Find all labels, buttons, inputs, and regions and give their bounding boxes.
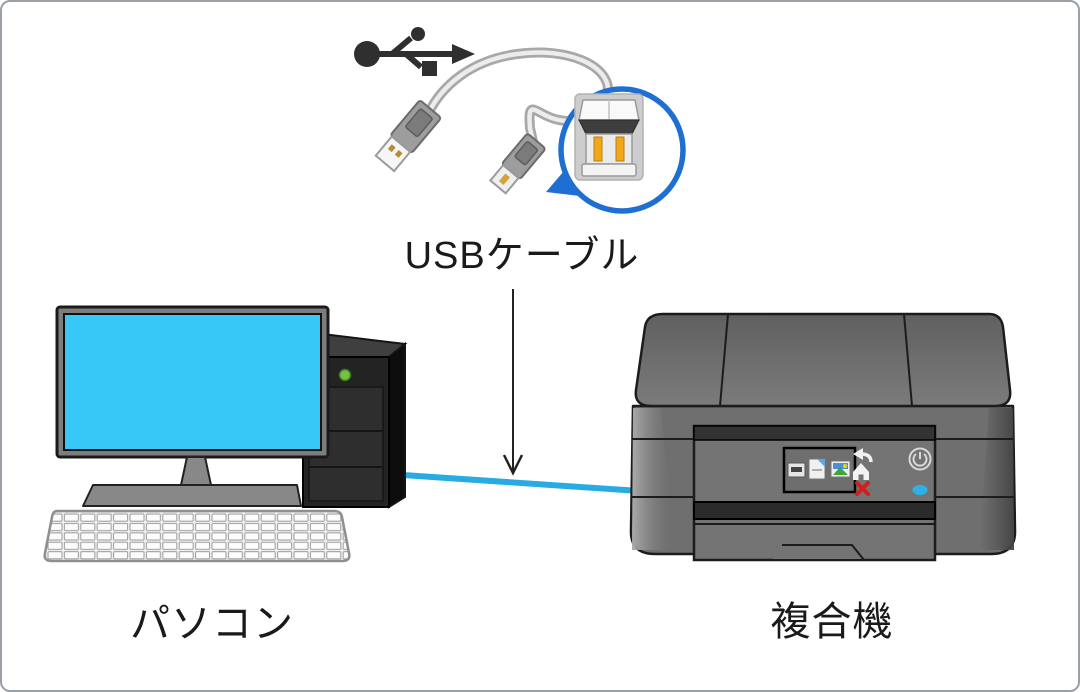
- down-arrow-icon: [502, 289, 524, 476]
- usb-cable-illustration: [354, 27, 686, 214]
- printer-illustration: [629, 312, 1017, 562]
- status-led: [912, 485, 928, 495]
- paper-tray-handle: [772, 544, 867, 561]
- printer-scanner-lid: [634, 312, 1012, 408]
- printer-control-panel: [782, 446, 932, 496]
- cancel-icon: [855, 481, 870, 496]
- home-icon: [853, 463, 869, 480]
- lcd-photo-icon: [830, 460, 851, 478]
- usb-cable-label: USBケーブル: [404, 235, 640, 277]
- lcd-print-icon: [808, 458, 826, 480]
- usb-type-b-closeup-icon: [546, 86, 686, 214]
- pc-monitor: [55, 305, 330, 507]
- paper-output-slot: [693, 501, 936, 520]
- usb-type-b-plug-icon: [488, 133, 546, 195]
- monitor-screen: [63, 313, 322, 451]
- usb-cable-cord: [423, 47, 613, 151]
- usb-connection-line: [400, 472, 642, 494]
- power-led: [338, 368, 352, 382]
- pc-keyboard: [43, 509, 351, 563]
- printer-label: 複合機: [770, 600, 894, 644]
- lcd-copy-icon: [787, 462, 806, 478]
- power-icon: [908, 447, 932, 471]
- back-icon: [853, 448, 873, 463]
- usb-type-a-plug-icon: [374, 100, 442, 173]
- usb-trident-icon: [354, 27, 475, 76]
- computer-illustration: [43, 305, 408, 563]
- computer-label: パソコン: [130, 602, 294, 646]
